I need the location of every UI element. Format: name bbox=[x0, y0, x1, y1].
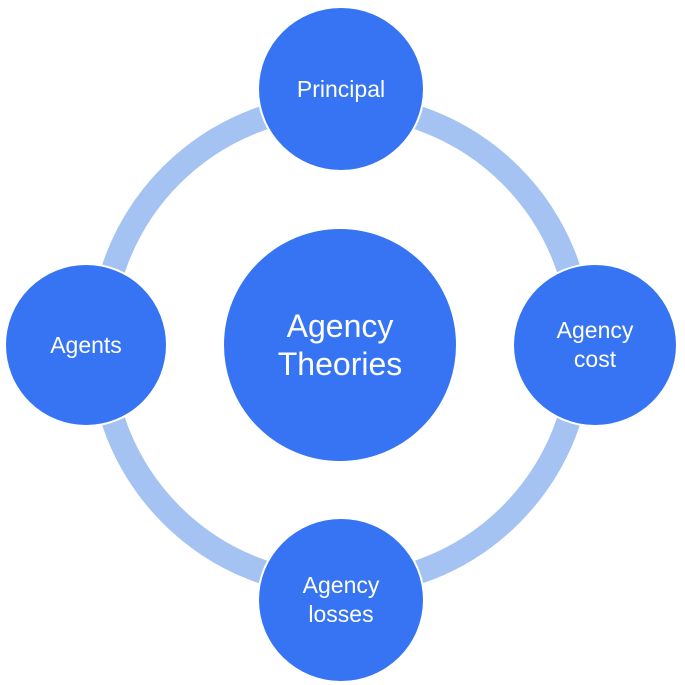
node-principal: Principal bbox=[257, 6, 425, 172]
node-agency-cost: Agency cost bbox=[512, 263, 678, 427]
node-agency-losses-line2: losses bbox=[308, 601, 374, 627]
node-agency-losses: Agency losses bbox=[257, 517, 425, 683]
node-agency-cost-label: Agency cost bbox=[557, 316, 634, 374]
node-agency-losses-line1: Agency bbox=[302, 572, 380, 599]
node-agency-cost-line2: cost bbox=[573, 346, 617, 372]
node-agency-theories-label: Agency Theories bbox=[278, 307, 403, 384]
node-agents: Agents bbox=[4, 263, 168, 427]
node-principal-line1: Principal bbox=[296, 75, 386, 102]
node-agency-cost-line1: Agency bbox=[556, 317, 634, 344]
node-agency-theories-line2: Theories bbox=[277, 346, 403, 382]
node-principal-label: Principal bbox=[297, 75, 385, 104]
node-agents-line1: Agents bbox=[50, 331, 122, 358]
node-agents-label: Agents bbox=[50, 331, 122, 360]
node-agency-theories-line1: Agency bbox=[286, 307, 394, 344]
node-agency-theories: Agency Theories bbox=[222, 227, 458, 463]
node-agency-losses-label: Agency losses bbox=[303, 571, 380, 629]
